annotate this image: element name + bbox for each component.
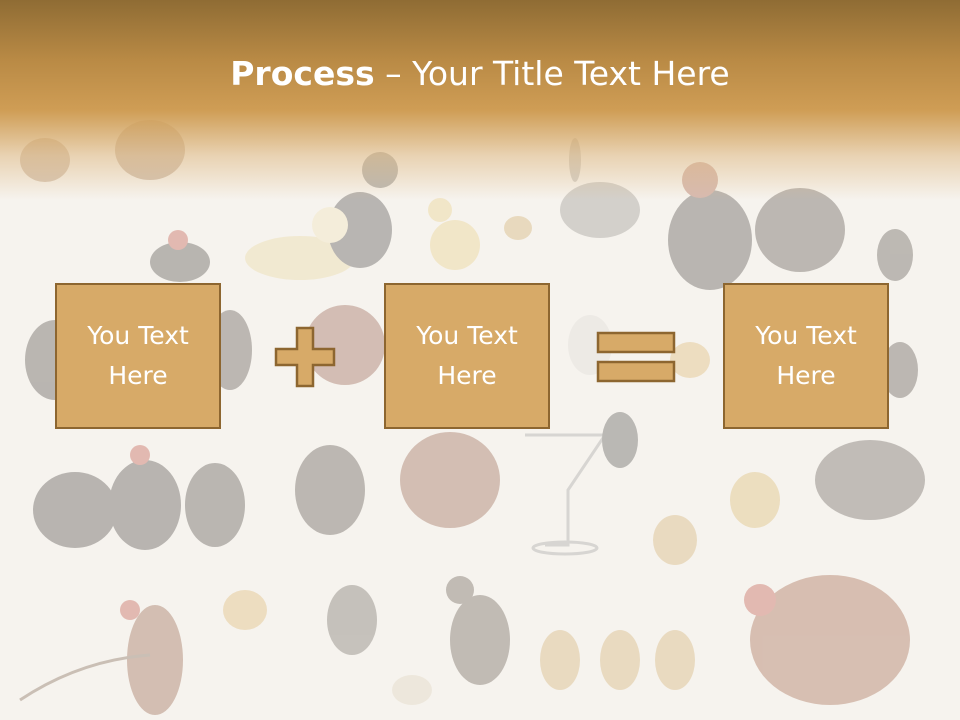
title-banner xyxy=(0,0,960,200)
slide-title[interactable]: Process – Your Title Text Here xyxy=(0,52,960,96)
process-box-2[interactable]: You Text Here xyxy=(384,283,550,429)
title-bold-text: Process xyxy=(230,54,375,93)
plus-icon xyxy=(274,326,336,388)
process-box-3-text: You Text Here xyxy=(755,321,857,390)
process-box-1[interactable]: You Text Here xyxy=(55,283,221,429)
process-box-3[interactable]: You Text Here xyxy=(723,283,889,429)
process-box-1-text: You Text Here xyxy=(87,321,189,390)
process-box-2-text: You Text Here xyxy=(416,321,518,390)
title-rest-text: – Your Title Text Here xyxy=(374,54,730,93)
equals-icon xyxy=(596,331,676,383)
